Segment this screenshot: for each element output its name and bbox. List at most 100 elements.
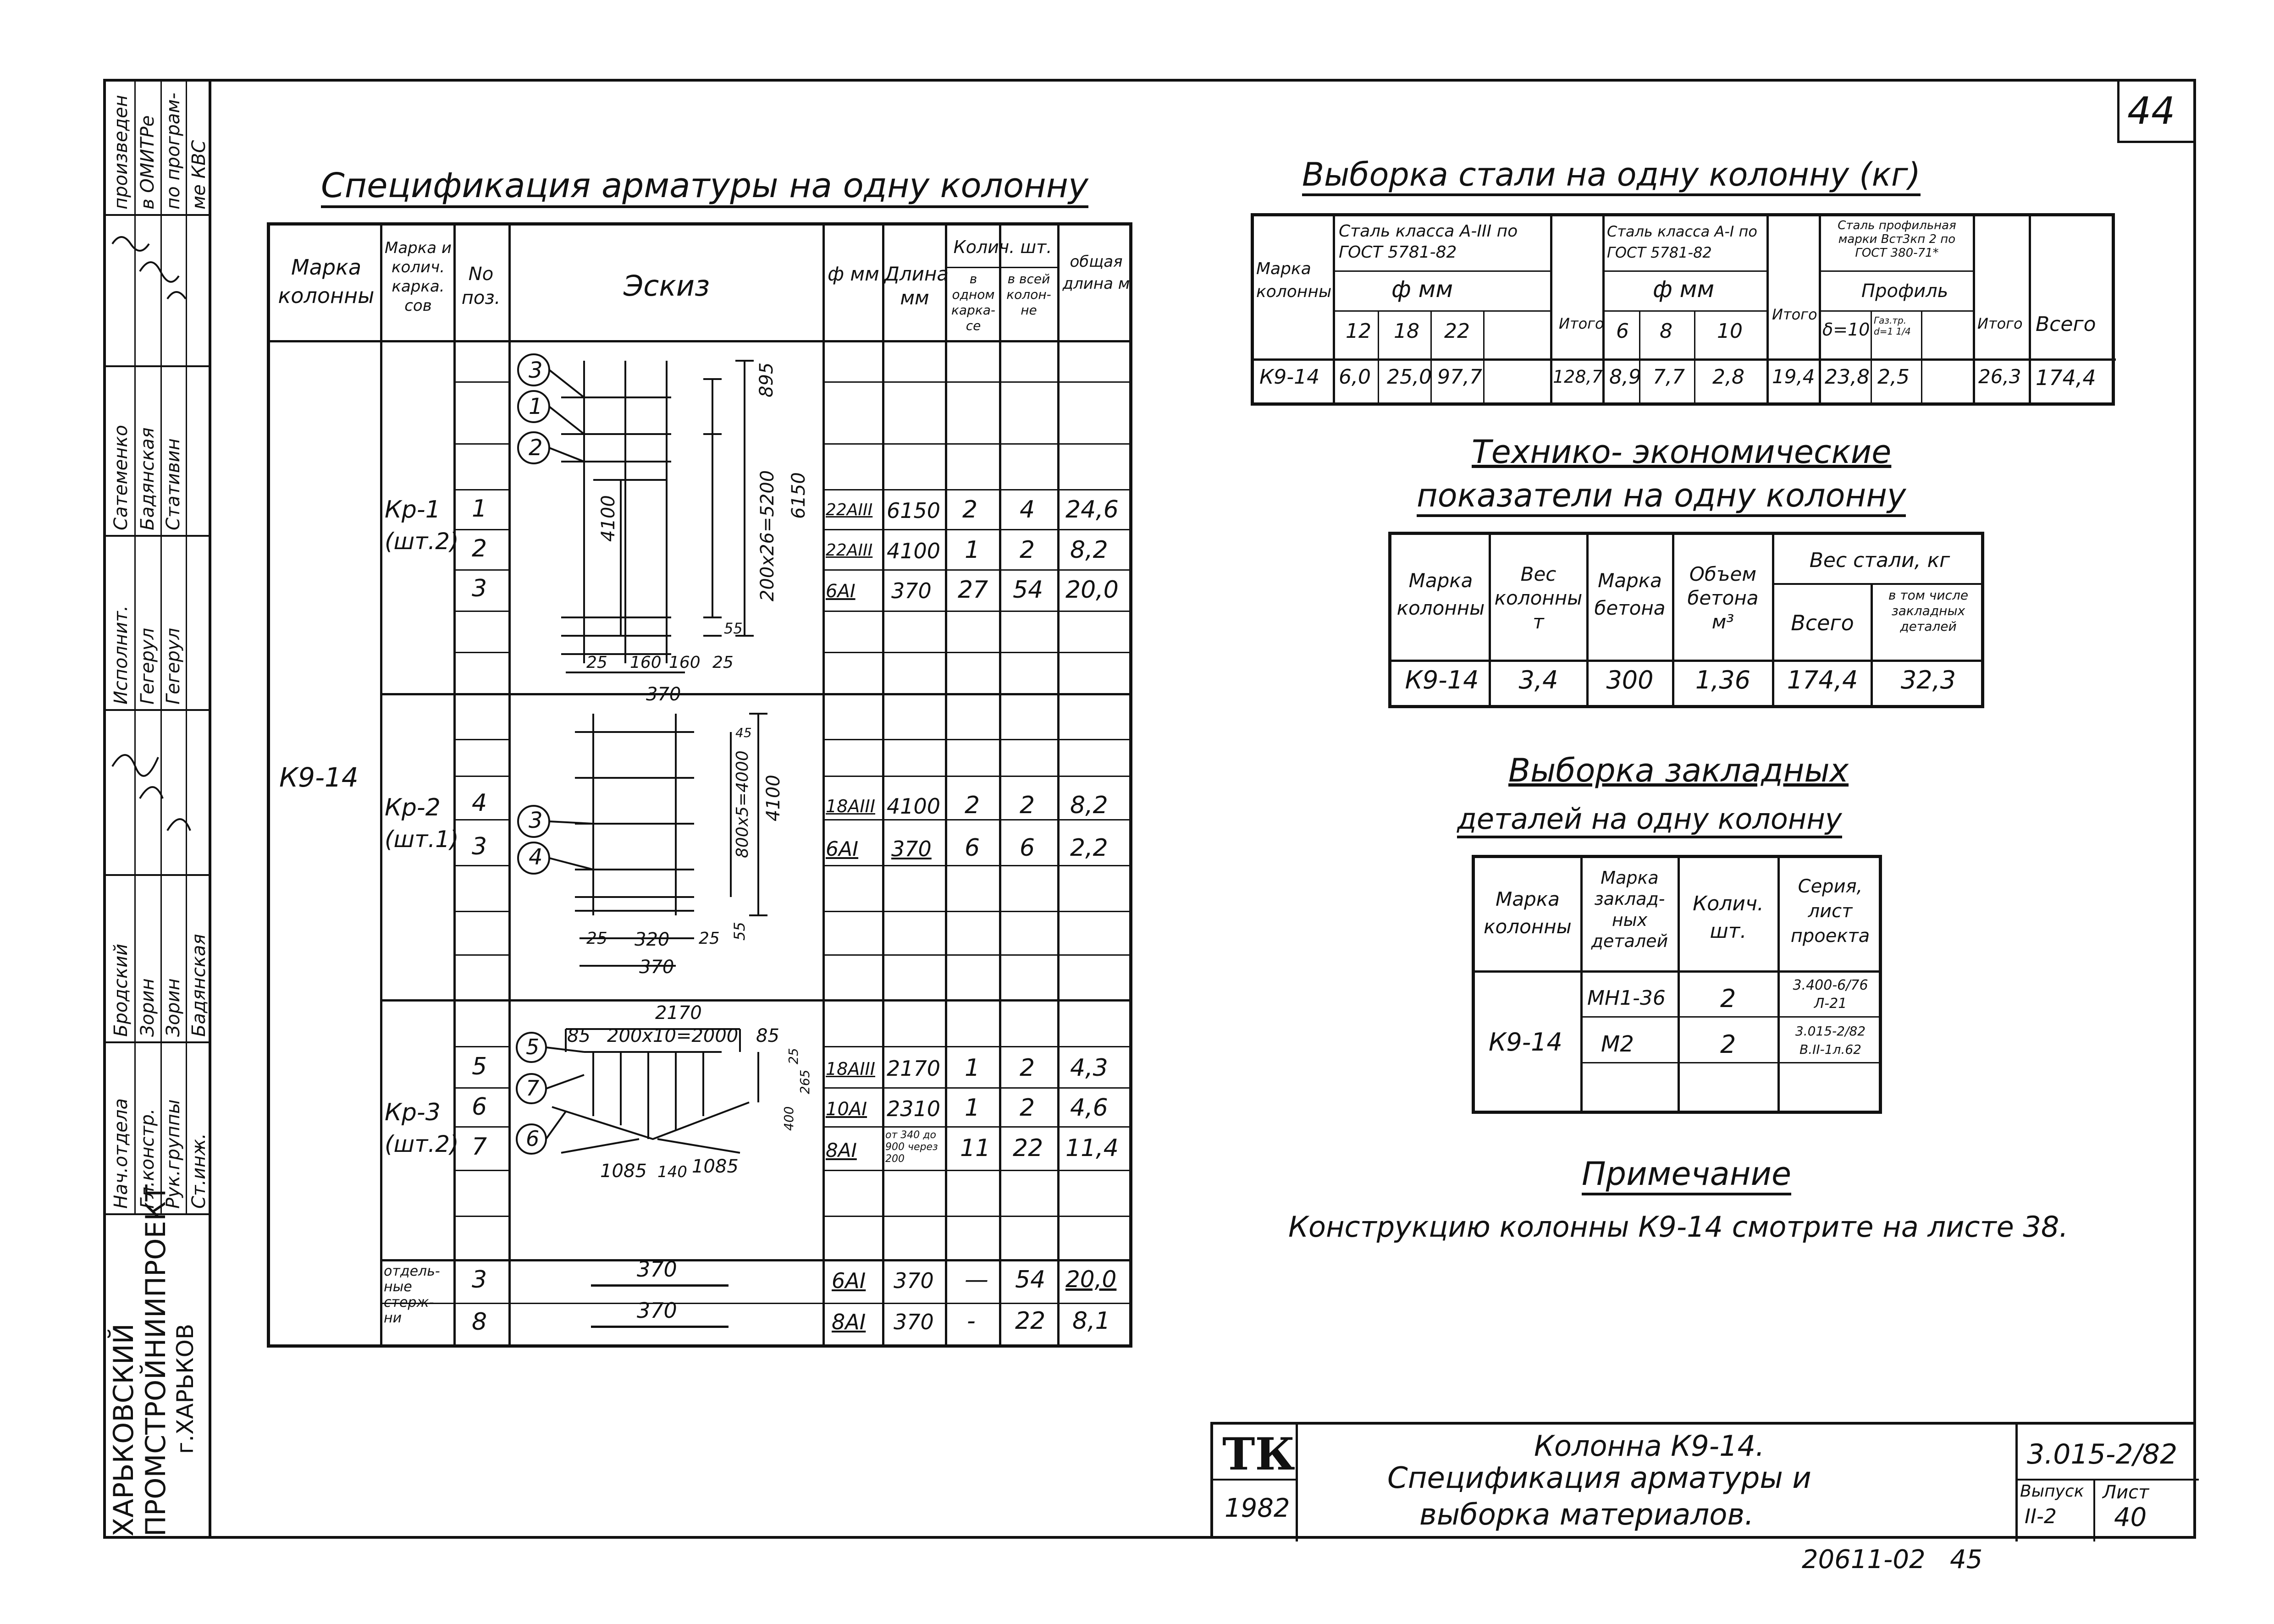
sk2-b1: 25 xyxy=(586,929,607,948)
steel-row-5: 128,7 xyxy=(1553,367,1603,387)
steel-row-14: 174,4 xyxy=(2036,365,2096,390)
g2-r2-pos: 3 xyxy=(472,833,487,860)
g3-r2-length: 2310 xyxy=(887,1096,941,1121)
carcass-2-count: (шт.1) xyxy=(385,826,459,853)
g2-r2-total: 2,2 xyxy=(1070,834,1108,862)
tb-year: 1982 xyxy=(1225,1493,1290,1523)
tep-h-embedded: в том числе закладных деталей xyxy=(1888,588,1969,634)
sep-r2-sketch: 370 xyxy=(637,1298,677,1323)
sk3-c3: 6 xyxy=(526,1126,540,1151)
tep-row-concrete: 300 xyxy=(1606,666,1654,694)
steel-h-profile: Профиль xyxy=(1861,281,1948,302)
sk2-c1: 3 xyxy=(529,808,543,833)
footer-code: 20611-02 45 xyxy=(1802,1545,1983,1574)
sk1-b2: 160 xyxy=(630,653,662,672)
embed-title-2: деталей на одну колонну xyxy=(1457,802,1842,838)
tep-row-mark: К9-14 xyxy=(1405,666,1479,694)
g3-r3-total: 11,4 xyxy=(1065,1134,1119,1162)
tb-vyp-label: Выпуск xyxy=(2020,1482,2084,1501)
embed-h-ser: Серия, лист проекта xyxy=(1790,876,1870,947)
sk2-b3: 25 xyxy=(699,929,720,948)
steel-h-prof: Сталь профильная марки Вст3кп 2 по ГОСТ … xyxy=(1838,219,1956,260)
steel-row-2: 25,0 xyxy=(1387,365,1432,389)
spec-h-length: Длина мм xyxy=(884,263,949,309)
tep-row-embedded: 32,3 xyxy=(1900,666,1956,694)
spec-h-sketch: Эскиз xyxy=(623,269,710,303)
g3-r2-pos: 6 xyxy=(472,1093,487,1121)
sk2-c2: 4 xyxy=(529,844,543,870)
embed-r1-ser: 3.400-6/76 Л-21 xyxy=(1793,977,1868,1012)
tep-title-2: показатели на одну колонну xyxy=(1417,477,1906,517)
g2-r1-diam: 18АIII xyxy=(826,796,875,816)
steel-table: Марка колонны Сталь класса А-III по ГОСТ… xyxy=(1251,213,2116,406)
tep-h-weight: Вес колонны т xyxy=(1494,563,1583,633)
sk1-c1: 3 xyxy=(529,358,543,383)
steel-d-prof-0: δ=10 xyxy=(1822,319,1870,340)
steel-row-1: 6,0 xyxy=(1339,365,1371,389)
spec-h-diam: ф мм xyxy=(828,263,879,285)
g1-r2-all: 2 xyxy=(1020,536,1035,564)
sk3-h3: 400 xyxy=(781,1106,796,1131)
stamp-role-1: Нач.отдела xyxy=(110,1098,132,1209)
sk1-d4: 4100 xyxy=(598,495,619,542)
sk3-r: 85 xyxy=(756,1025,779,1046)
sk3-mid: 200х10=2000 xyxy=(607,1025,739,1046)
sk2-d2: 45 xyxy=(735,725,752,740)
spec-h-carcass: Марка и колич. карка. сов xyxy=(384,239,452,315)
g2-r1-total: 8,2 xyxy=(1070,792,1108,819)
tb-list: 40 xyxy=(2114,1503,2147,1532)
g1-r1-pos: 1 xyxy=(472,495,487,523)
g1-r1-one: 2 xyxy=(962,496,978,523)
sep-r1-length: 370 xyxy=(894,1268,934,1293)
embed-mark: К9-14 xyxy=(1489,1028,1562,1057)
sheet-number-box-left xyxy=(2117,79,2119,143)
g3-r1-all: 2 xyxy=(1020,1054,1035,1082)
tep-h-steel: Вес стали, кг xyxy=(1809,549,1950,572)
carcass-3-count: (шт.2) xyxy=(385,1131,459,1157)
frame-left xyxy=(103,79,106,1539)
tb-vyp: II-2 xyxy=(2025,1505,2057,1528)
sk1-c3: 2 xyxy=(529,435,543,461)
g1-r3-length: 370 xyxy=(891,578,932,603)
embed-title-1: Выборка закладных xyxy=(1508,752,1849,789)
sk3-h2: 265 xyxy=(797,1069,812,1094)
tep-title-1: Технико- экономические xyxy=(1472,433,1892,471)
left-stamp: произведен в ОМИТРе по програм- ме КВС С… xyxy=(103,79,213,1539)
tep-h-concrete: Марка бетона xyxy=(1594,569,1666,619)
sketch-kr3 xyxy=(516,1028,759,1155)
spec-table: Марка колонны Марка и колич. карка. сов … xyxy=(267,222,1132,1348)
g2-r1-length: 4100 xyxy=(887,794,941,819)
sep-r2-diam: 8АI xyxy=(832,1310,866,1334)
tep-row-weight: 3,4 xyxy=(1518,666,1558,694)
g2-r2-one: 6 xyxy=(965,834,980,862)
steel-h-total-2: Итого xyxy=(1772,306,1817,323)
embed-r2-qty: 2 xyxy=(1720,1030,1736,1059)
sheet-number: 44 xyxy=(2127,89,2175,133)
g3-r1-pos: 5 xyxy=(472,1053,487,1080)
separate-label: отдель- ные стерж- ни xyxy=(384,1263,440,1326)
steel-row-8: 2,8 xyxy=(1712,365,1744,389)
frame-right xyxy=(2193,79,2196,1539)
tep-row-volume: 1,36 xyxy=(1695,666,1751,694)
g1-r3-total: 20,0 xyxy=(1065,576,1119,604)
g3-r3-one: 11 xyxy=(960,1134,991,1162)
steel-d-a1-0: 6 xyxy=(1616,319,1629,343)
tep-h-all: Всего xyxy=(1791,611,1854,635)
sk1-b1: 25 xyxy=(586,653,607,672)
steel-d-a3-0: 12 xyxy=(1346,319,1371,343)
sk1-b5: 370 xyxy=(646,684,681,705)
sk2-d1: 800х5=4000 xyxy=(733,750,752,858)
embed-r1-det: МН1-36 xyxy=(1587,986,1666,1010)
g2-r2-all: 6 xyxy=(1020,834,1035,862)
sk1-b3: 160 xyxy=(669,653,701,672)
spec-column-mark: К9-14 xyxy=(279,762,359,793)
embed-h-qty: Колич. шт. xyxy=(1693,892,1764,943)
sep-r1-sketch: 370 xyxy=(637,1257,677,1282)
steel-h-total-3: Итого xyxy=(1977,315,2023,332)
g1-r2-total: 8,2 xyxy=(1070,536,1108,564)
g2-r1-all: 2 xyxy=(1020,792,1035,819)
tep-table: Марка колонны Вес колонны т Марка бетона… xyxy=(1388,532,1984,708)
g2-r1-pos: 4 xyxy=(472,789,487,817)
g3-r1-total: 4,3 xyxy=(1070,1054,1108,1082)
steel-h-fmm-1: ф мм xyxy=(1391,276,1453,303)
